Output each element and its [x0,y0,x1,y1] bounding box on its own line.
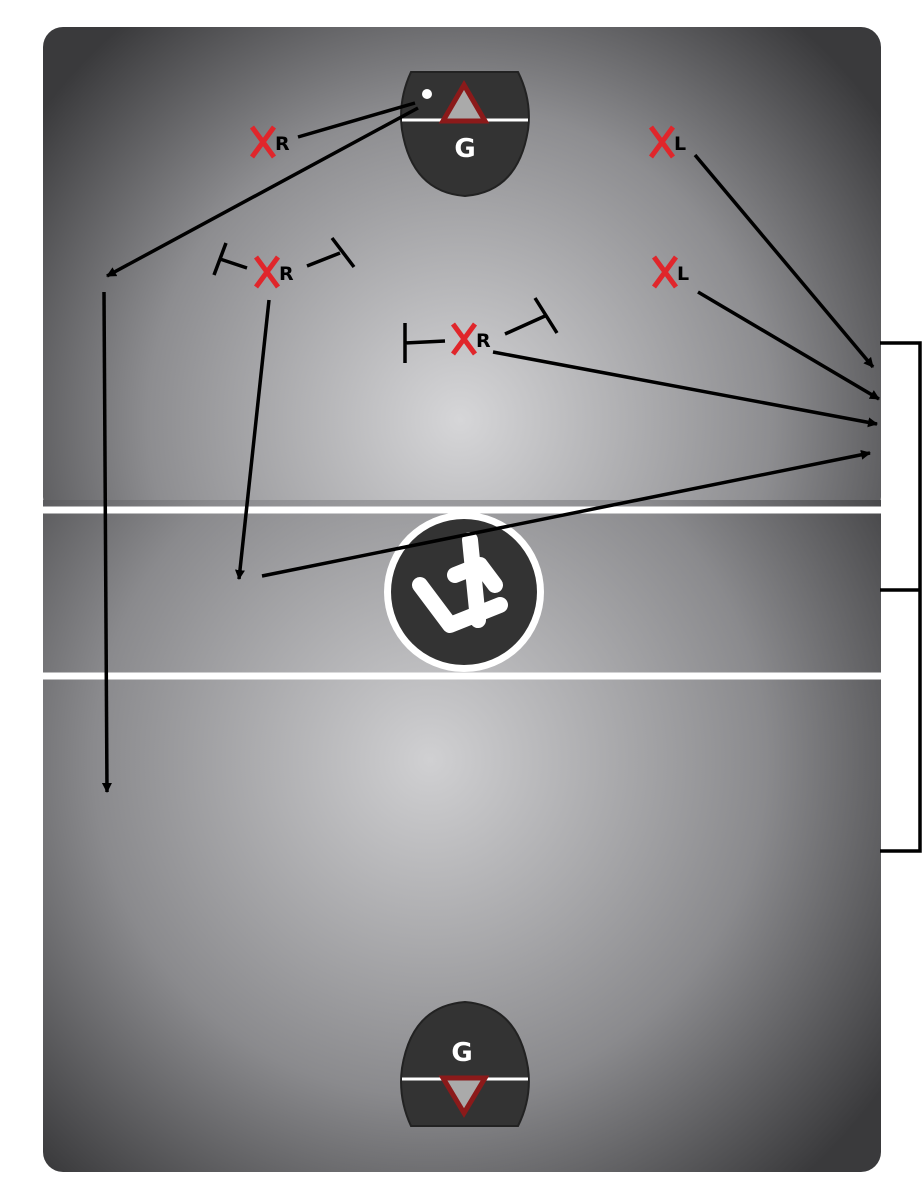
player-x-icon [450,322,478,356]
drill-paths [101,101,922,853]
center-logo [384,512,544,672]
goal-net-icon [438,1075,490,1118]
svg-text:L: L [674,133,686,155]
run-arrow [101,291,112,793]
player-x-icon [249,125,277,159]
run-arrow [234,299,271,580]
run-arrow [261,449,871,578]
player-p1: R [249,125,290,159]
player-x-icon [648,125,676,159]
run-arrow [693,153,875,369]
svg-text:R: R [275,133,290,155]
player-x-icon [253,255,281,289]
player-p4: L [651,255,689,289]
goal-top-label: G [454,134,475,164]
stick-mark [306,236,356,269]
logo-mark-icon [412,532,508,633]
svg-text:R: R [476,330,491,352]
goal-bottom: G [400,1000,530,1127]
sideline-bracket [880,341,922,853]
stick-mark [403,323,446,363]
goal-bottom-label: G [451,1038,472,1068]
field-lower [43,500,881,1172]
pass-line [297,101,416,139]
player-x-icon [651,255,679,289]
run-arrow [697,290,880,401]
ball-icon [422,89,432,99]
player-p5: R [450,322,491,356]
svg-text:L: L [677,263,689,285]
pass-arrow [106,106,419,278]
player-p2: L [648,125,686,159]
goal-top: G [400,71,530,198]
svg-text:R: R [279,263,294,285]
stick-mark [212,242,248,276]
field-upper [43,27,881,517]
run-arrow [492,350,878,428]
player-p3: R [253,255,294,289]
goal-net-icon [438,80,490,124]
stick-mark [504,297,559,336]
